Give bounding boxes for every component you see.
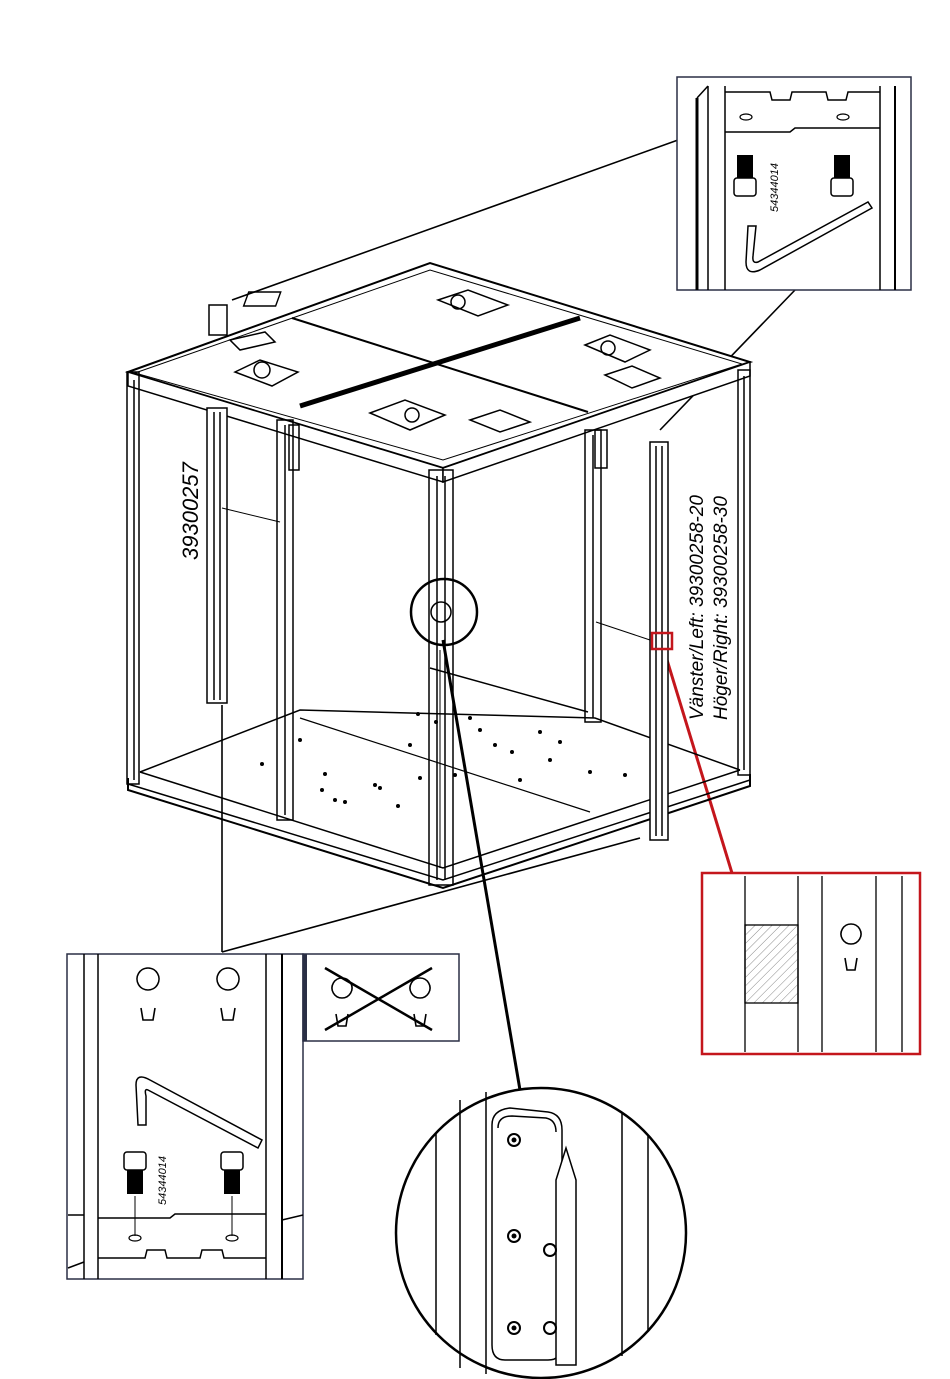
screw-part-label-bottom: 54344014 (157, 1156, 169, 1205)
socket-cap-screw-icon (734, 155, 756, 196)
detail-incorrect-orientation (303, 954, 459, 1041)
right-part-label: Höger/Right: 39300258-30 (711, 496, 732, 720)
socket-cap-screw-icon (221, 1152, 243, 1194)
socket-cap-screw-icon (831, 155, 853, 196)
pillar-part-label: 39300257 (178, 461, 203, 560)
detail-hinge (396, 1088, 686, 1378)
socket-cap-screw-icon (124, 1152, 146, 1194)
hatched-spacer (745, 925, 798, 1003)
screw-part-label-top: 54344014 (769, 163, 781, 212)
left-part-label: Vänster/Left: 39300258-20 (687, 495, 708, 720)
detail-top-right: 54344014 (677, 77, 911, 290)
pillar-39300258 (596, 442, 668, 840)
detail-highlight (702, 873, 920, 1054)
detail-bottom-left: 54344014 (67, 954, 303, 1279)
hinge-callout-circle (411, 579, 477, 645)
